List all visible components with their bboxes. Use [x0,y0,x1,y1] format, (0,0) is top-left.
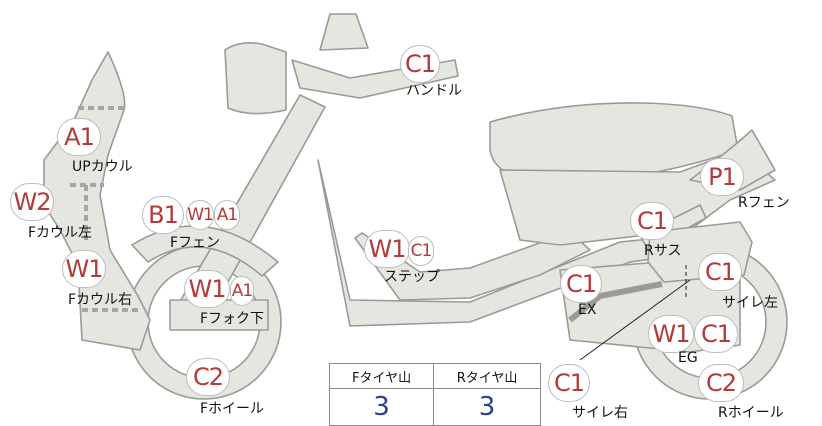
headlight-shape [224,42,287,115]
muffler-left-label: サイレ左 [722,295,778,311]
f-fender-label: Fフェン [170,235,221,251]
step-label: ステップ [384,269,440,285]
r-suspension-label: Rサス [644,243,682,259]
tire-table-value-row: 3 3 [328,388,541,426]
mirror-shape [319,13,369,51]
handle-label: ハンドル [406,83,462,99]
f-wheel-badge-1: C2 [186,358,230,396]
r-fender-badge-1: P1 [700,158,744,196]
rear-tire-tread-header: Rタイヤ山 [433,363,541,389]
muffler-left-badge-1: C1 [698,253,742,291]
muffler-right-pointer [579,279,691,361]
muffler-right-label: サイレ右 [572,405,628,421]
r-wheel-label: Rホイール [718,405,784,421]
step-badge-1: W1 [364,230,410,268]
up-cowl-badge-1: A1 [57,118,101,156]
engine-badge-2: C1 [694,315,738,353]
f-cowl-right-label: Fカウル右 [68,292,133,308]
engine-badge-1: W1 [648,315,694,353]
tire-tread-table: Fタイヤ山 Rタイヤ山 3 3 [328,363,541,426]
engine-label: EG [678,350,698,366]
f-cowl-left-label: Fカウル左 [28,225,93,241]
f-cowl-right-badge-1: W1 [62,250,106,288]
exhaust-label: EX [578,302,597,318]
f-fork-lower-badge-2: A1 [230,276,254,306]
r-wheel-badge-1: C2 [698,364,744,402]
r-suspension-badge-1: C1 [630,202,674,240]
exhaust-pipe-shape [568,281,663,323]
r-fender-label: Rフェン [738,195,790,211]
f-fender-badge-3: A1 [214,200,240,230]
f-fender-badge-2: W1 [186,200,214,230]
front-tire-tread-value: 3 [328,388,435,426]
step-badge-2: C1 [408,236,434,266]
up-cowl-label: UPカウル [72,159,133,175]
handle-badge-1: C1 [400,45,440,83]
f-fork-lower-badge-1: W1 [184,270,230,308]
rear-tire-tread-value: 3 [433,388,541,426]
tire-table-header-row: Fタイヤ山 Rタイヤ山 [328,363,541,389]
f-cowl-left-badge-1: W2 [10,183,54,221]
f-fender-badge-1: B1 [142,196,184,234]
f-fork-lower-label: Fフォク下 [200,311,265,327]
front-tire-tread-header: Fタイヤ山 [328,363,435,389]
exhaust-badge-1: C1 [560,265,602,303]
muffler-right-badge-1: C1 [548,364,590,402]
cowl-dashed-seams [70,106,138,312]
f-wheel-label: Fホイール [200,401,265,417]
